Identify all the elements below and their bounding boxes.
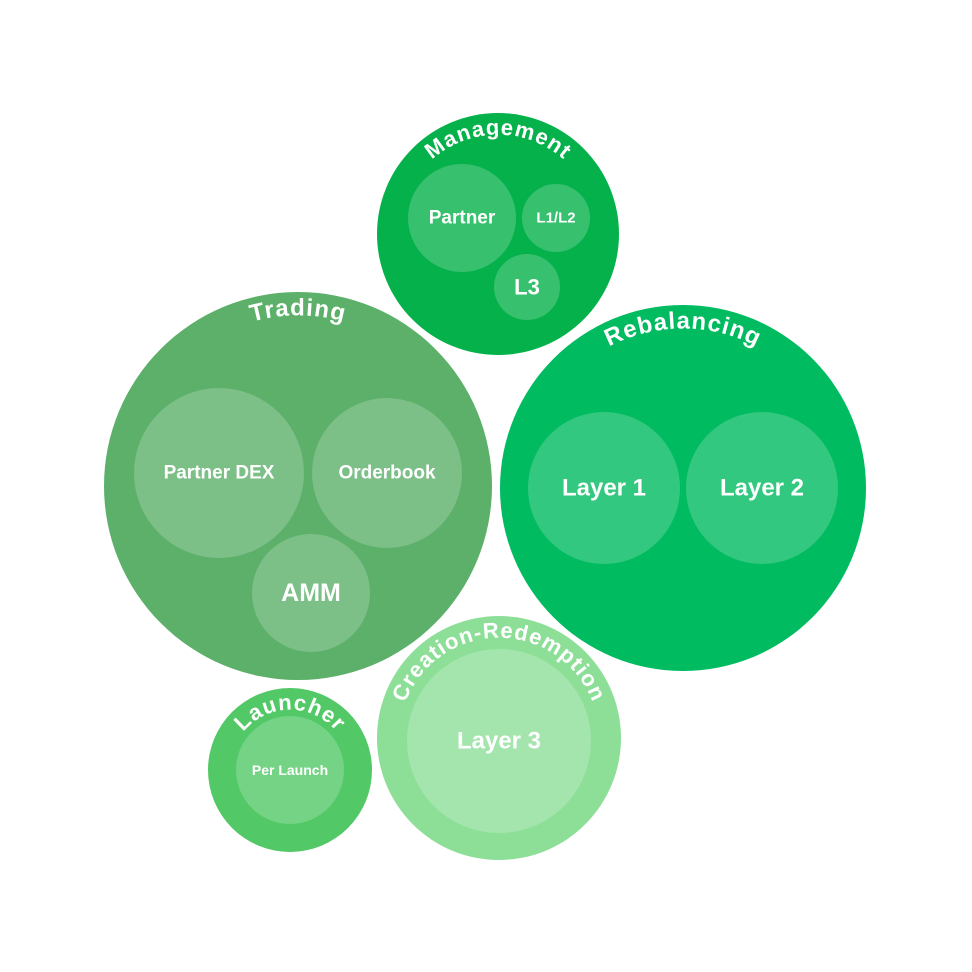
group-bubble-management	[377, 113, 619, 355]
child-bubble-creation-redemption-0	[407, 649, 591, 833]
child-bubble-rebalancing-1	[686, 412, 838, 564]
child-bubble-trading-1	[312, 398, 462, 548]
child-label-launcher-0: Per Launch	[252, 762, 328, 778]
child-label-trading-2: AMM	[281, 579, 341, 607]
child-label-management-2: L3	[514, 275, 540, 300]
child-label-rebalancing-1: Layer 2	[720, 475, 804, 502]
child-label-rebalancing-0: Layer 1	[562, 475, 646, 502]
group-bubble-rebalancing	[500, 305, 866, 671]
child-label-trading-1: Orderbook	[338, 463, 436, 484]
child-bubble-management-1	[522, 184, 590, 252]
group-bubble-creation-redemption	[377, 616, 621, 860]
child-bubble-rebalancing-0	[528, 412, 680, 564]
group-bubble-trading	[104, 292, 492, 680]
child-bubble-management-2	[494, 254, 560, 320]
child-bubble-trading-0	[134, 388, 304, 558]
child-label-management-1: L1/L2	[536, 210, 575, 227]
child-label-trading-0: Partner DEX	[164, 463, 275, 484]
child-bubble-trading-2	[252, 534, 370, 652]
child-label-management-0: Partner	[429, 208, 496, 229]
child-label-creation-redemption-0: Layer 3	[457, 728, 541, 755]
group-bubble-launcher	[208, 688, 372, 852]
child-bubble-launcher-0	[236, 716, 344, 824]
child-bubble-management-0	[408, 164, 516, 272]
